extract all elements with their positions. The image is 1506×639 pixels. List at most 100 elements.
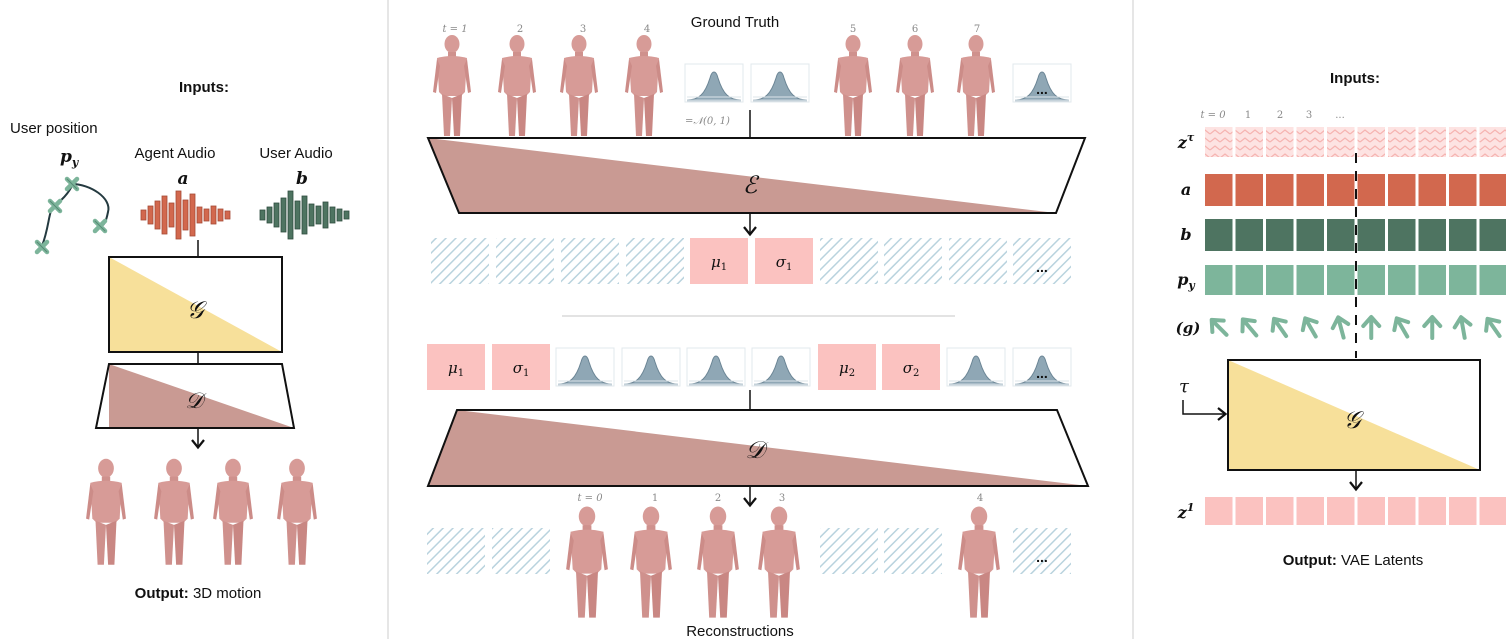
svg-text:2: 2: [1277, 110, 1283, 121]
left-decoder-symbol: 𝒟: [185, 389, 207, 414]
right-panel: Inputs: t = 0 1 2 3 ... zτ a b py (g) z1…: [1176, 70, 1506, 569]
right-time-ticks: t = 0 1 2 3 ...: [1200, 110, 1344, 121]
row-z1: [1205, 497, 1506, 525]
token-cell: [1418, 265, 1446, 295]
gaussian-icon: [686, 347, 746, 387]
svg-text:...: ...: [1036, 81, 1048, 97]
svg-text:t = 0: t = 0: [577, 493, 603, 504]
left-decoder-block: 𝒟: [94, 363, 296, 429]
gaze-arrow-icon: [1300, 316, 1319, 339]
left-output-caption: Output: 3D motion: [135, 585, 262, 602]
svg-text:3: 3: [1306, 110, 1312, 121]
gaussian-icon: [621, 347, 681, 387]
user-position-symbol: py: [60, 147, 80, 169]
gaze-arrow-icon: [1240, 317, 1259, 338]
token-cell: [1388, 497, 1416, 525]
token-cell: [1357, 127, 1385, 157]
svg-text:μ1: μ1: [711, 253, 727, 273]
reconstruction-row: ...: [427, 506, 1071, 618]
svg-text:3: 3: [779, 493, 785, 504]
svg-text:t = 0: t = 0: [1200, 110, 1226, 121]
gaussian-icon: [751, 347, 811, 387]
svg-text:σ1: σ1: [513, 359, 530, 379]
token-cell: [1418, 497, 1446, 525]
token-cell: [1266, 174, 1294, 206]
left-generator-symbol: 𝒢: [186, 296, 207, 324]
token-cell: [1449, 219, 1477, 251]
svg-text:t = 1: t = 1: [442, 24, 467, 35]
left-output-motion: [86, 458, 317, 565]
gaussian-icon: [684, 63, 744, 103]
svg-text:5: 5: [850, 24, 856, 35]
normal-dist-label: =𝒩(0, 1): [685, 116, 730, 127]
token-cell: [1357, 174, 1385, 206]
token-cell: [1388, 265, 1416, 295]
token-cell: [1296, 265, 1324, 295]
svg-text:1: 1: [1245, 110, 1251, 121]
token-cell: [1479, 265, 1506, 295]
svg-text:4: 4: [977, 493, 983, 504]
gaze-arrow-icon: [1361, 315, 1382, 340]
token-cell: [1327, 219, 1355, 251]
svg-text:...: ...: [1036, 365, 1048, 381]
token-cell: [1449, 265, 1477, 295]
token-cell: [1327, 265, 1355, 295]
svg-text:σ2: σ2: [903, 359, 920, 379]
token-cell: [1449, 497, 1477, 525]
gt-figure-5: [834, 35, 872, 136]
svg-text:σ1: σ1: [776, 253, 793, 273]
token-cell: [1296, 174, 1324, 206]
row-z-tau: [1205, 127, 1506, 157]
recon-figure-0: [566, 506, 608, 618]
user-audio-label: User Audio: [259, 145, 332, 162]
row-gaze-arrows: [1209, 315, 1502, 340]
row-label-b: b: [1180, 225, 1191, 244]
svg-text:2: 2: [715, 493, 721, 504]
token-cell: [1205, 265, 1233, 295]
gaze-arrow-icon: [1422, 315, 1443, 340]
token-cell: [1205, 174, 1233, 206]
token-cell: [1266, 127, 1294, 157]
agent-audio-symbol: a: [177, 169, 188, 189]
top-time-ticks: t = 1 2 3 4 5 6 7: [442, 24, 980, 35]
row-user-audio: [1205, 219, 1506, 251]
token-cell: [1205, 127, 1233, 157]
token-cell: [1266, 219, 1294, 251]
svg-text:μ1: μ1: [448, 359, 464, 379]
gt-figure-7: [957, 35, 995, 136]
svg-text:...: ...: [1036, 259, 1048, 275]
row-label-a: a: [1181, 180, 1191, 199]
token-cell: [1449, 127, 1477, 157]
agent-audio-label: Agent Audio: [135, 145, 216, 162]
token-cell: [1296, 497, 1324, 525]
token-cell: [1479, 127, 1506, 157]
token-cell: [1235, 174, 1263, 206]
top-gaussian-row: ...: [684, 63, 1072, 103]
token-cell: [1418, 219, 1446, 251]
svg-text:1: 1: [652, 493, 658, 504]
row-agent-audio: [1205, 174, 1506, 206]
token-cell: [1235, 265, 1263, 295]
token-cell: [1327, 497, 1355, 525]
token-cell: [1205, 219, 1233, 251]
encoder-symbol: ℰ: [743, 171, 760, 199]
svg-text:7: 7: [974, 24, 980, 35]
token-cell: [1235, 127, 1263, 157]
gt-figure-6: [896, 35, 934, 136]
encoder-latent-row: μ1 σ1 ...: [431, 238, 1071, 284]
right-generator-symbol: 𝒢: [1343, 406, 1364, 434]
token-cell: [1388, 127, 1416, 157]
token-cell: [1327, 174, 1355, 206]
bottom-time-ticks: t = 0 1 2 3 4: [577, 493, 983, 504]
gt-figure-3: [560, 35, 598, 136]
row-label-g: (g): [1176, 319, 1201, 337]
gaze-arrow-icon: [1330, 315, 1351, 340]
gt-figure-4: [625, 35, 663, 136]
right-generator-block: 𝒢: [1227, 359, 1481, 471]
gaussian-icon: [555, 347, 615, 387]
svg-text:...: ...: [1036, 549, 1048, 565]
user-position-trajectory-icon: [34, 176, 110, 255]
token-cell: [1296, 219, 1324, 251]
svg-text:6: 6: [912, 24, 918, 35]
agent-audio-waveform-icon: [140, 190, 231, 240]
